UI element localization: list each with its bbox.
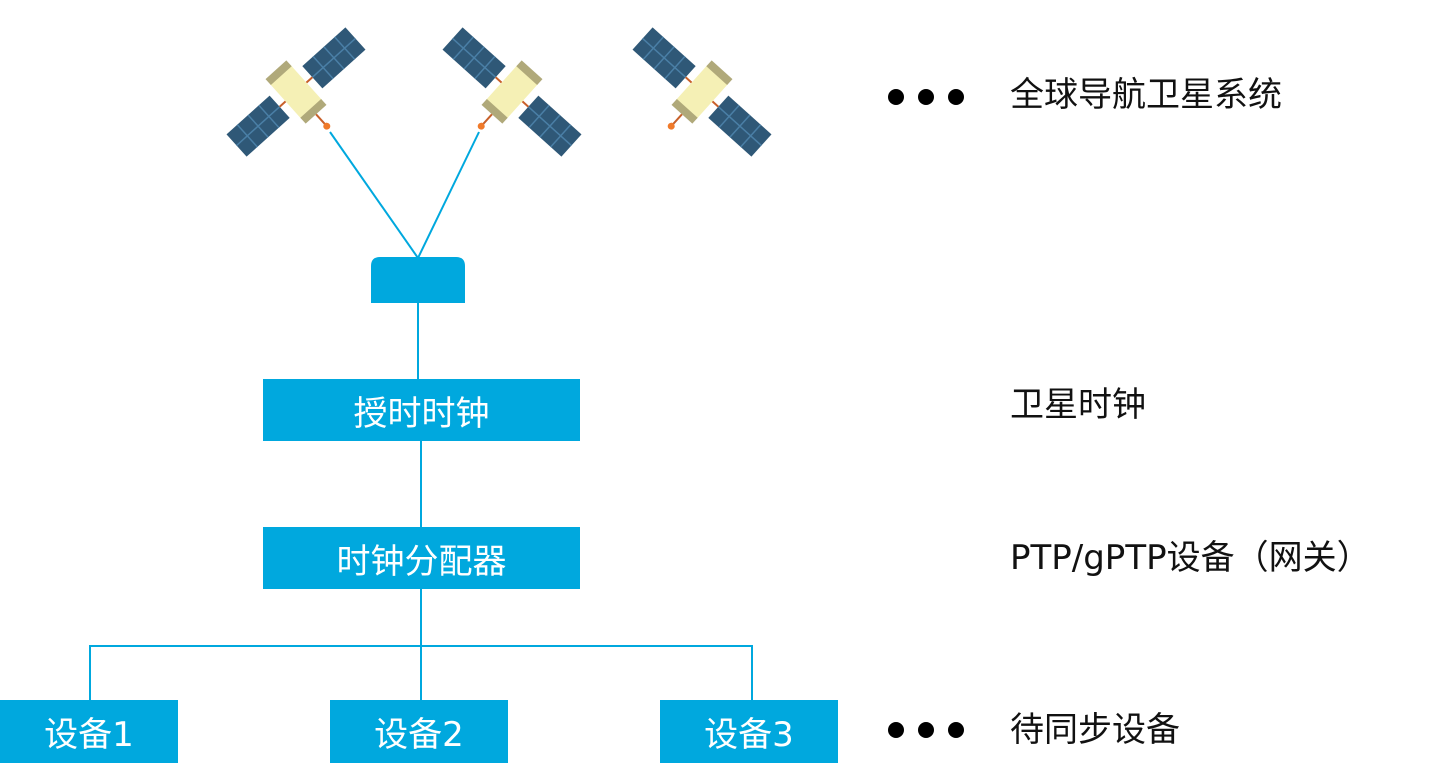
timing-clock-box: 授时时钟 bbox=[263, 379, 580, 441]
device-box-3: 设备3 bbox=[660, 700, 838, 763]
clock-distributor-box: 时钟分配器 bbox=[263, 527, 580, 589]
label-sync-devices: 待同步设备 bbox=[1010, 710, 1180, 750]
satellite-icon-2 bbox=[418, 15, 593, 184]
gnss-receiver-icon bbox=[371, 257, 465, 303]
label-ptp-gateway: PTP/gPTP设备（网关） bbox=[1010, 538, 1371, 578]
device-box-2: 设备2 bbox=[330, 700, 508, 763]
satellite-icon-3 bbox=[608, 15, 783, 184]
signal-line-2 bbox=[417, 131, 480, 259]
signal-line-1 bbox=[329, 131, 419, 259]
dot bbox=[948, 722, 964, 738]
device-box-1: 设备1 bbox=[0, 700, 178, 763]
label-gnss: 全球导航卫星系统 bbox=[1010, 75, 1282, 115]
dot bbox=[948, 89, 964, 105]
dot bbox=[888, 89, 904, 105]
dot bbox=[918, 722, 934, 738]
dot bbox=[888, 722, 904, 738]
label-satellite-clock: 卫星时钟 bbox=[1010, 385, 1146, 425]
dot bbox=[918, 89, 934, 105]
ellipsis-dots-satellites bbox=[888, 89, 964, 105]
ellipsis-dots-devices bbox=[888, 722, 964, 738]
distribution-bus bbox=[89, 645, 753, 700]
satellite-icon-1 bbox=[215, 15, 390, 184]
